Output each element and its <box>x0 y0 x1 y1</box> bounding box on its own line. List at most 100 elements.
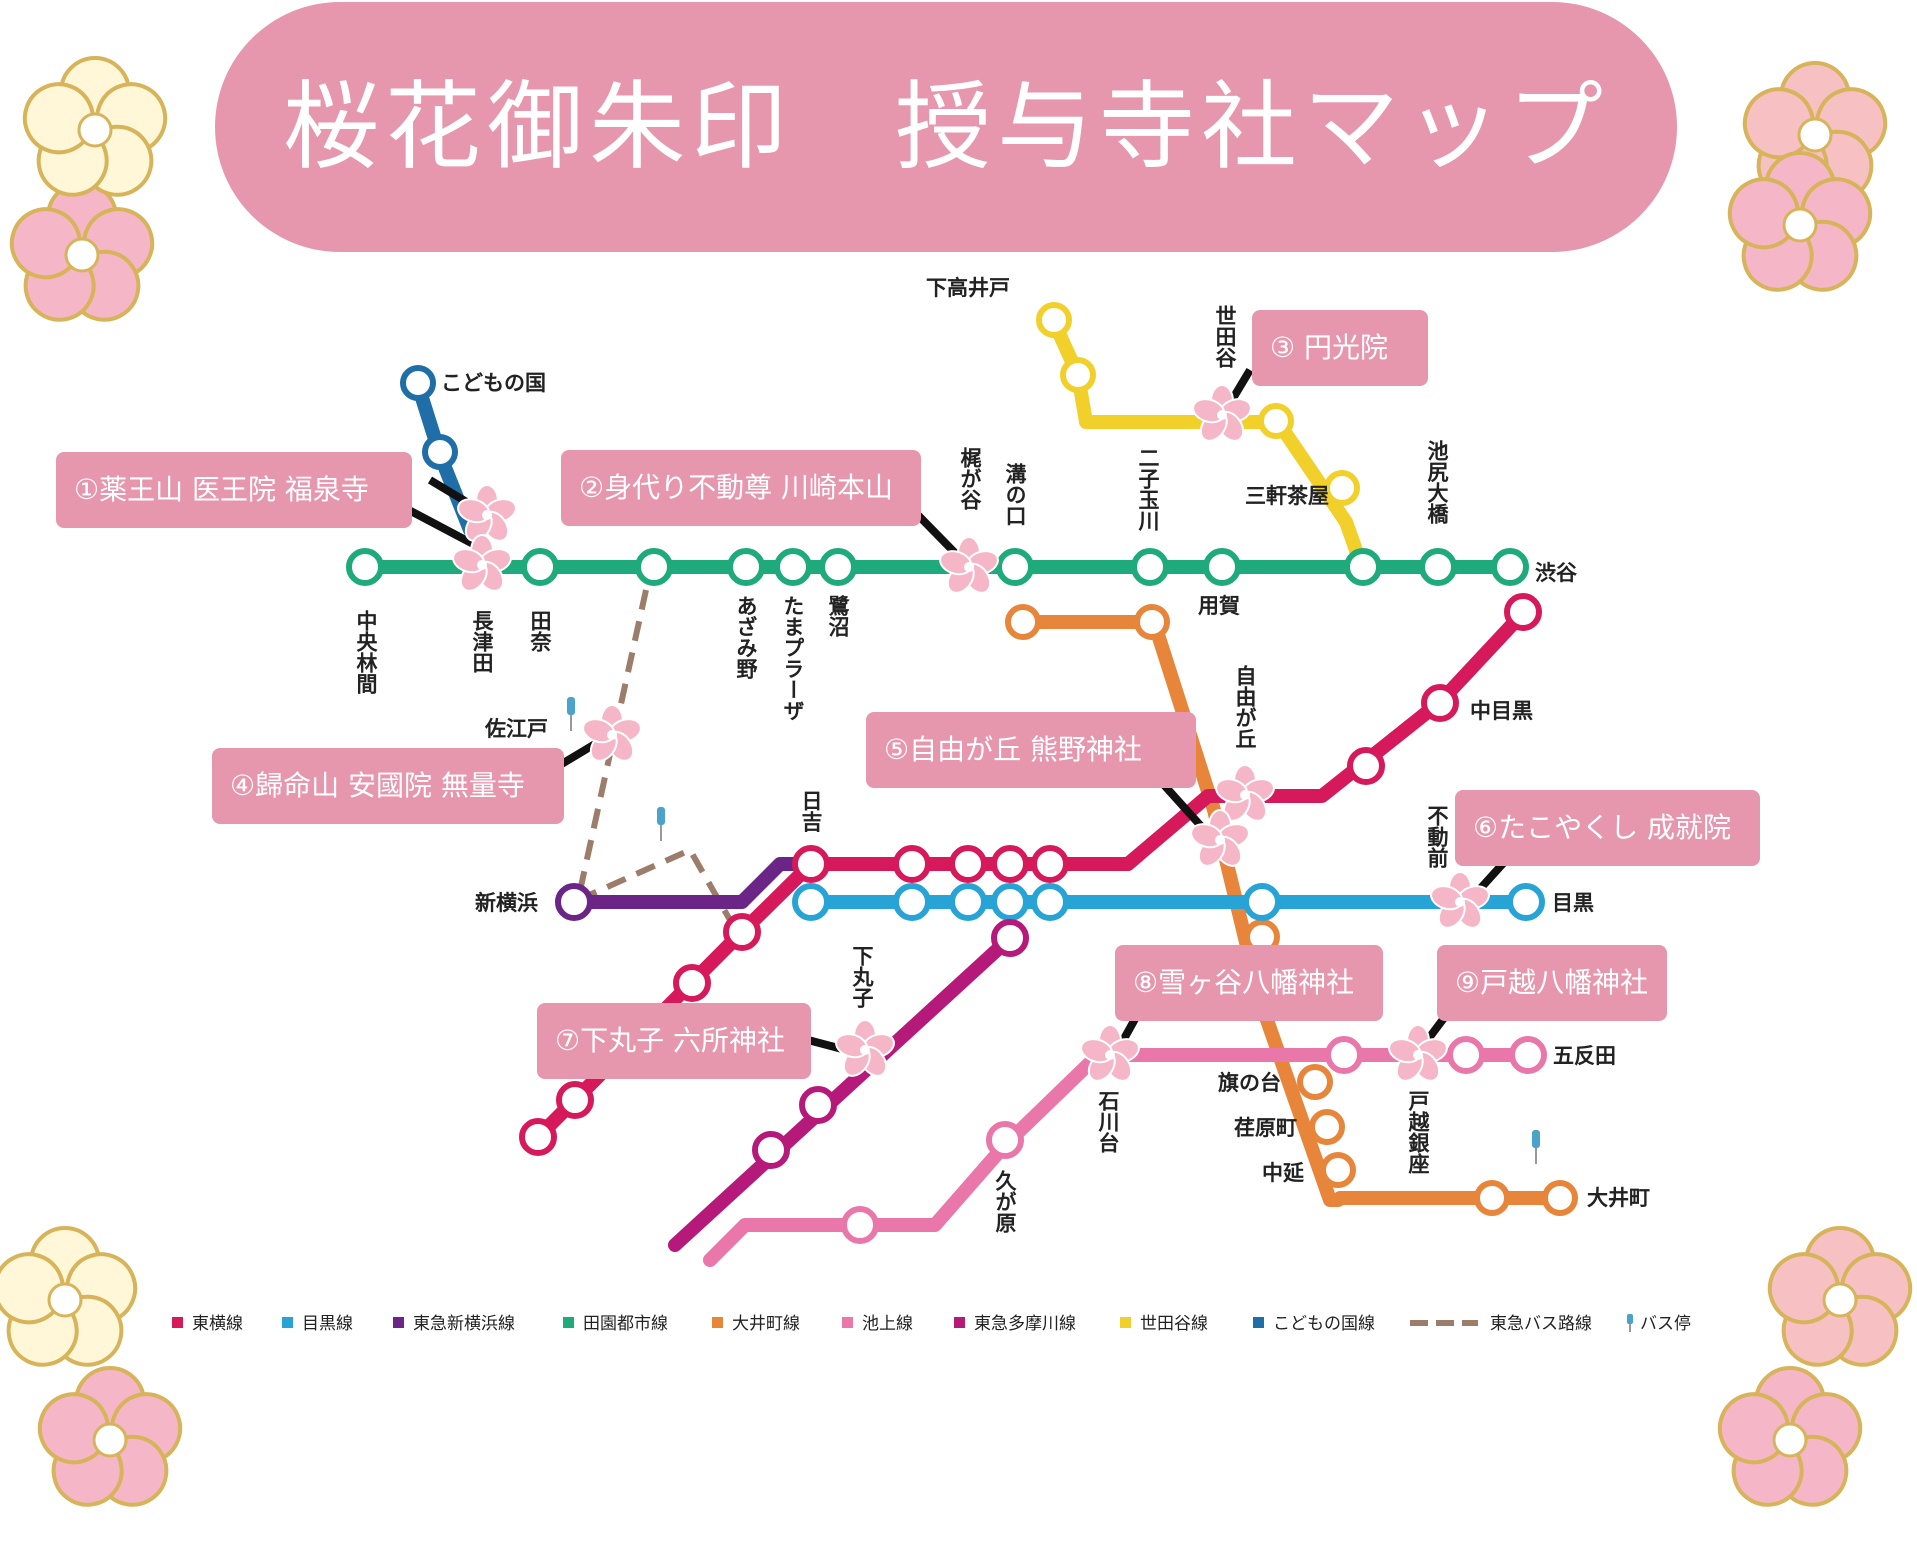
label-shinyokohama: 新横浜 <box>475 891 538 915</box>
station-meguro[interactable] <box>1507 883 1545 921</box>
label-oimachi: 大井町 <box>1587 1186 1650 1210</box>
station-tamaplaza[interactable] <box>774 548 812 586</box>
label-mizonokuchi: 溝の口 <box>1003 462 1027 526</box>
station-toyoko-2[interactable] <box>1347 747 1385 785</box>
station-meguro-6[interactable] <box>1243 883 1281 921</box>
legend-item-shinyokohama: 東急新横浜線 <box>393 1314 515 1334</box>
station-sangenjaya[interactable] <box>1344 548 1382 586</box>
svg-text:世田谷線: 世田谷線 <box>1140 1314 1208 1334</box>
station-toyoko-10[interactable] <box>519 1118 557 1156</box>
station-toyoko-6[interactable] <box>1031 845 1069 883</box>
station-hiyoshi[interactable] <box>792 845 830 883</box>
station-toyoko-3[interactable] <box>893 845 931 883</box>
station-shibuya[interactable] <box>1491 548 1529 586</box>
title-banner: 桜花御朱印 授与寺社マップ <box>215 2 1677 252</box>
vertical-station-labels: 中央林間 長津田 田奈 あざみ野 たまプラーザ 鷺沼 梶が谷 溝の口 二子玉川 … <box>354 305 1449 1233</box>
temple-label-6[interactable]: ⑥たこやくし 成就院 <box>1455 790 1760 866</box>
station-meguro-5[interactable] <box>1031 883 1069 921</box>
station-yoga[interactable] <box>1203 548 1241 586</box>
station-shimotakaido[interactable] <box>1036 302 1072 338</box>
station-oimachi-5[interactable] <box>1474 1180 1510 1216</box>
station-setagaya-mid[interactable] <box>1060 357 1096 393</box>
flower-icon <box>14 56 176 211</box>
station-tamagawa-2[interactable] <box>799 1086 837 1124</box>
flower-icon <box>1709 1366 1871 1521</box>
station-shinyokohama[interactable] <box>555 883 593 921</box>
flower-icon <box>0 1226 146 1381</box>
label-tamaplaza: たまプラーザ <box>781 595 805 721</box>
svg-text:池上線: 池上線 <box>862 1314 913 1334</box>
temple-label-7[interactable]: ⑦下丸子 六所神社 <box>537 1003 811 1079</box>
station-nakanobu[interactable] <box>1320 1152 1356 1188</box>
station-kodomo-mid[interactable] <box>422 434 458 470</box>
legend-item-toyoko: 東横線 <box>172 1314 243 1334</box>
label-sae: 佐江戸 <box>484 717 548 741</box>
station-ikegami-2[interactable] <box>1325 1036 1363 1074</box>
station-kugahara[interactable] <box>986 1121 1024 1159</box>
station-setagaya-2[interactable] <box>1258 403 1294 439</box>
flower-icon <box>29 1366 191 1521</box>
station-tamagawa-end[interactable] <box>991 919 1029 957</box>
temple-label-3[interactable]: ③ 円光院 <box>1252 310 1428 386</box>
station-oimachi-start[interactable] <box>1005 604 1041 640</box>
svg-text:東急バス路線: 東急バス路線 <box>1490 1314 1592 1334</box>
station-meguro-hiyoshi[interactable] <box>792 883 830 921</box>
label-nakameguro: 中目黒 <box>1470 699 1533 723</box>
temple-label-2[interactable]: ②身代り不動尊 川崎本山 <box>561 450 921 526</box>
station-meguro-2[interactable] <box>893 883 931 921</box>
label-setagaya: 世田谷 <box>1213 305 1237 369</box>
blossom-icon <box>1189 384 1255 447</box>
label-hiyoshi: 日吉 <box>799 790 823 833</box>
legend-item-oimachi: 大井町線 <box>712 1314 800 1334</box>
svg-text:こどもの国線: こどもの国線 <box>1273 1314 1375 1334</box>
station-kodomonokuni[interactable] <box>400 365 436 401</box>
station-denen-bus[interactable] <box>635 548 673 586</box>
label-togoshiginza: 戸越銀座 <box>1406 1090 1431 1175</box>
label-chuorinkan: 中央林間 <box>354 610 378 695</box>
temple-label-9[interactable]: ⑨戸越八幡神社 <box>1437 945 1667 1021</box>
station-gotanda[interactable] <box>1509 1036 1547 1074</box>
temple-label-8[interactable]: ⑧雪ヶ谷八幡神社 <box>1115 945 1383 1021</box>
station-toyoko-end[interactable] <box>1504 593 1542 631</box>
bus-stop-icon <box>567 697 575 731</box>
legend: 東横線 目黒線 東急新横浜線 田園都市線 大井町線 池上線 東急多摩川線 世田 <box>172 1314 1691 1334</box>
temple-label-5[interactable]: ⑤自由が丘 熊野神社 <box>866 712 1196 788</box>
label-gotanda: 五反田 <box>1553 1044 1616 1068</box>
station-ebaramachi[interactable] <box>1309 1109 1345 1145</box>
station-oimachi-2[interactable] <box>1134 604 1170 640</box>
bus-stop-icon <box>657 807 665 841</box>
station-futakotamagawa[interactable] <box>1131 548 1169 586</box>
legend-item-meguro: 目黒線 <box>282 1314 353 1334</box>
station-tamagawa-3[interactable] <box>752 1131 790 1169</box>
label-hatanodai: 旗の台 <box>1218 1071 1281 1095</box>
station-ikegami-3[interactable] <box>1447 1036 1485 1074</box>
station-setagaya-3[interactable] <box>1324 470 1360 506</box>
station-meguro-4[interactable] <box>991 883 1029 921</box>
station-azamino[interactable] <box>727 548 765 586</box>
station-saginuma[interactable] <box>819 548 857 586</box>
station-toyoko-8[interactable] <box>673 964 711 1002</box>
temple-label-4[interactable]: ④歸命山 安國院 無量寺 <box>212 748 564 824</box>
bus-stop-icon <box>1627 1314 1633 1324</box>
station-toyoko-7[interactable] <box>723 913 761 951</box>
station-ikegami-4[interactable] <box>841 1206 879 1244</box>
legend-item-setagaya: 世田谷線 <box>1120 1314 1208 1334</box>
temple-label-1[interactable]: ①薬王山 医王院 福泉寺 <box>56 452 412 528</box>
station-toyoko-4[interactable] <box>949 845 987 883</box>
svg-text:田園都市線: 田園都市線 <box>583 1314 668 1334</box>
label-futakotamagawa: 二子玉川 <box>1136 447 1161 532</box>
station-nakameguro[interactable] <box>1421 684 1459 722</box>
station-toyoko-5[interactable] <box>991 845 1029 883</box>
station-toyoko-9[interactable] <box>556 1081 594 1119</box>
station-mizonokuchi[interactable] <box>996 548 1034 586</box>
station-meguro-3[interactable] <box>949 883 987 921</box>
page-title: 桜花御朱印 授与寺社マップ <box>283 71 1609 183</box>
station-oimachi[interactable] <box>1542 1180 1578 1216</box>
svg-text:東横線: 東横線 <box>192 1314 243 1334</box>
station-hatanodai[interactable] <box>1297 1064 1333 1100</box>
station-tana[interactable] <box>521 548 559 586</box>
legend-item-denentoshi: 田園都市線 <box>563 1314 668 1334</box>
station-chuorinkan[interactable] <box>346 548 384 586</box>
label-ebaramachi: 荏原町 <box>1234 1116 1297 1140</box>
station-ikejiriohashi[interactable] <box>1419 548 1457 586</box>
